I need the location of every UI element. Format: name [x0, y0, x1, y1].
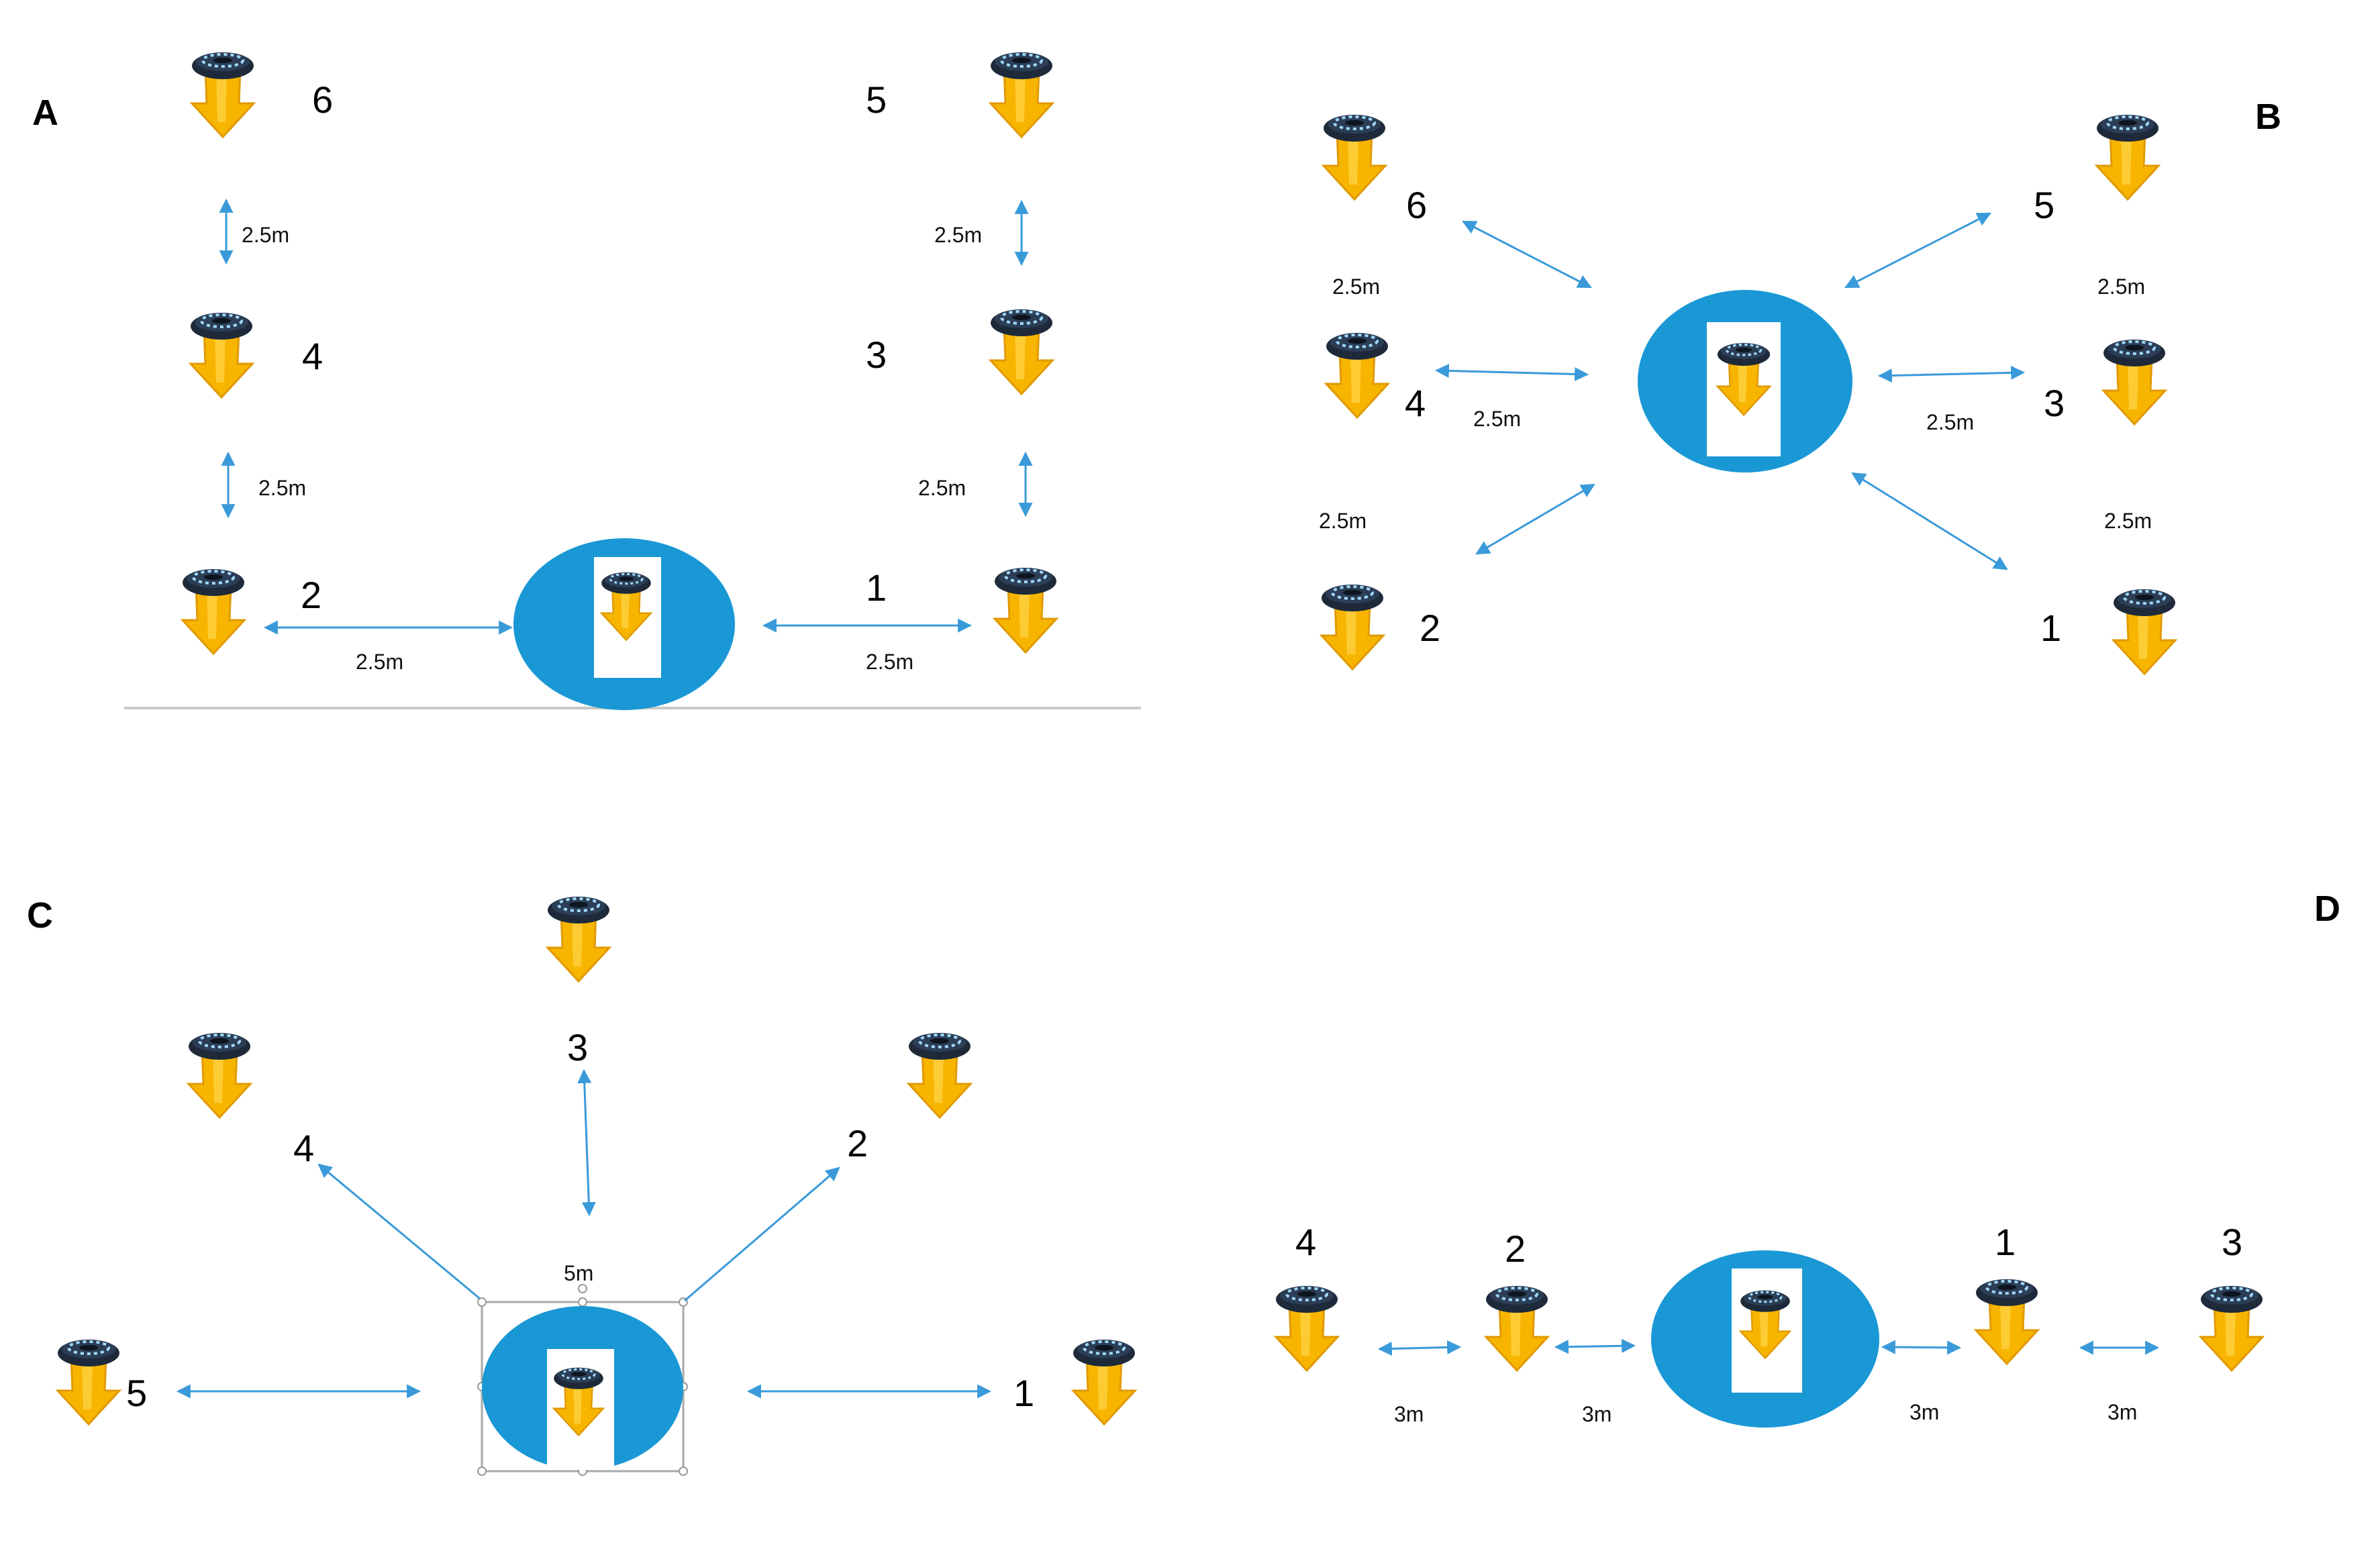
cone-number: 4 [293, 1127, 314, 1169]
start-circle-icon [1638, 290, 1852, 472]
traffic-cone-icon [187, 1032, 252, 1119]
arrow-line [684, 1166, 840, 1302]
distance-label: 3m [2108, 1400, 2137, 1424]
distance-label: 2.5m [866, 650, 913, 674]
cone-number: 3 [2044, 382, 2065, 424]
panel-c: C 3 4 2 5 1 [27, 895, 1136, 1476]
cone-number: 3 [2222, 1221, 2242, 1263]
double-arrow-icon [1877, 365, 2026, 383]
traffic-cone-icon [181, 568, 246, 655]
panel-label-d: D [2314, 889, 2340, 929]
cone-number: 1 [1013, 1372, 1034, 1414]
panel-b: B 6 5 4 3 2 1 2.5m 2.5m 2.5m 2.5m 2.5m 2… [1319, 97, 2281, 675]
distance-label: 2.5m [934, 223, 982, 247]
distance-label: 2.5m [1319, 509, 1367, 533]
cone-number: 1 [866, 566, 887, 609]
traffic-cone-icon [191, 51, 255, 138]
distance-label: 3m [1394, 1402, 1424, 1426]
double-arrow-icon [577, 1068, 596, 1217]
traffic-cone-icon [989, 308, 1054, 395]
traffic-cone-icon [1072, 1338, 1136, 1426]
traffic-cone-icon [189, 311, 254, 399]
traffic-cone-icon [2199, 1285, 2264, 1372]
distance-label: 3m [1910, 1400, 1939, 1424]
distance-label: 2.5m [1473, 407, 1521, 431]
arrow-line [317, 1163, 481, 1300]
cone-number: 5 [126, 1372, 147, 1414]
cone-number: 1 [1995, 1221, 2016, 1263]
distance-label: 2.5m [242, 223, 289, 247]
double-arrow-icon [1475, 483, 1595, 555]
distance-label: 2.5m [1926, 410, 1974, 434]
double-arrow-icon [1844, 212, 1991, 289]
traffic-cone-icon [1325, 332, 1389, 419]
panel-label-c: C [27, 895, 53, 936]
traffic-cone-icon [2102, 338, 2167, 426]
cone-number: 2 [301, 574, 321, 616]
traffic-cone-icon [907, 1032, 972, 1119]
distance-label: 5m [564, 1261, 593, 1285]
panel-label-b: B [2255, 97, 2281, 137]
start-circle-icon [482, 1306, 683, 1470]
traffic-cone-icon [1975, 1278, 2039, 1365]
cone-number: 4 [1295, 1221, 1316, 1263]
panel-label-a: A [32, 93, 58, 133]
distance-label: 2.5m [2097, 275, 2145, 299]
cone-number: 5 [866, 79, 887, 121]
start-circle-icon [513, 538, 735, 710]
start-circle-icon [1651, 1250, 1879, 1428]
cone-number: 3 [567, 1026, 588, 1068]
cone-number: 4 [1405, 382, 1426, 424]
traffic-cone-icon [1275, 1285, 1339, 1372]
traffic-cone-icon [1320, 583, 1385, 670]
distance-label: 2.5m [918, 476, 966, 500]
distance-label: 3m [1582, 1402, 1612, 1426]
traffic-cone-icon [56, 1338, 121, 1426]
distance-label: 2.5m [356, 650, 403, 674]
traffic-cone-icon [1485, 1285, 1549, 1372]
traffic-cone-icon [2112, 588, 2177, 675]
cone-number: 2 [1505, 1228, 1526, 1270]
cone-number: 6 [1406, 184, 1427, 226]
distance-label: 2.5m [1332, 275, 1380, 299]
distance-label: 2.5m [2104, 509, 2152, 533]
distance-label: 2.5m [258, 476, 306, 500]
panel-a: A 6 5 4 3 2 1 2.5m 2.5m 2.5m [32, 51, 1141, 710]
cone-number: 3 [866, 334, 887, 376]
cone-number: 1 [2040, 607, 2061, 649]
cone-number: 2 [847, 1122, 868, 1164]
traffic-cone-icon [993, 566, 1058, 654]
double-arrow-icon [1462, 220, 1592, 289]
double-arrow-icon [1434, 364, 1589, 381]
panel-d: D 4 2 1 3 3m 3m 3m 3m [1275, 889, 2340, 1428]
traffic-cone-icon [989, 51, 1054, 138]
traffic-cone-icon [2095, 113, 2160, 201]
traffic-cone-icon [1322, 113, 1387, 201]
double-arrow-icon [1377, 1340, 1462, 1356]
cone-number: 5 [2034, 184, 2054, 226]
traffic-cone-icon [546, 895, 611, 983]
double-arrow-icon [1554, 1338, 1636, 1354]
double-arrow-icon [1851, 472, 2008, 570]
cone-number: 4 [302, 335, 323, 377]
cone-number: 6 [312, 79, 333, 121]
double-arrow-icon [1881, 1340, 1962, 1355]
cone-number: 2 [1420, 607, 1440, 649]
